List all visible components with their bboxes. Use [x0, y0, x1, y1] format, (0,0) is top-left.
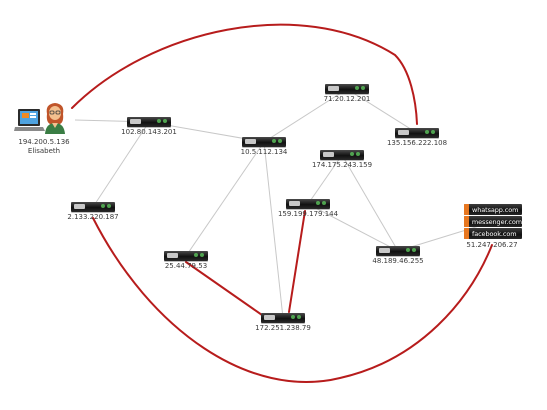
server-icon: [242, 137, 286, 147]
server-ip-label: 135.156.222.108: [386, 139, 448, 147]
server-icon: [325, 84, 369, 94]
server-icon: [71, 202, 115, 212]
server-ip-label: 172.251.238.79: [255, 324, 311, 332]
service-label: messenger.com: [471, 217, 522, 226]
server-ip-label: 48.189.46.255: [372, 257, 424, 265]
service-label: facebook.com: [472, 229, 517, 238]
server-icon: [376, 246, 420, 256]
service-label: whatsapp.com: [472, 205, 519, 214]
server-icon: [320, 150, 364, 160]
server-ip-label: 174.175.243.159: [311, 161, 373, 169]
server-icon: [164, 251, 208, 261]
user-name-label: Elisabeth: [27, 147, 61, 155]
link-line: [185, 141, 265, 257]
link-line: [263, 141, 284, 319]
server-icon: [127, 117, 171, 127]
server-ip-label: 159.199.179.144: [277, 210, 339, 218]
highlighted-route-line: [92, 217, 493, 383]
server-icon: [261, 313, 305, 323]
link-line: [92, 121, 150, 208]
services-ip-label: 51.247.206.27: [466, 241, 518, 249]
server-ip-label: 10.5.112.134: [240, 148, 288, 156]
server-ip-label: 71.20.12.201: [323, 95, 371, 103]
link-line: [346, 88, 418, 134]
server-icon: [286, 199, 330, 209]
service-item-facebook[interactable]: facebook.com: [464, 228, 522, 239]
user-ip-label: 194.200.5.136: [18, 138, 70, 146]
link-line: [307, 203, 399, 252]
avatar: [45, 103, 65, 134]
link-line: [307, 154, 343, 205]
service-icon: [464, 216, 469, 227]
server-ip-label: 25.44.79.53: [164, 262, 208, 270]
service-icon: [464, 204, 469, 215]
link-line: [341, 154, 399, 252]
service-item-whatsapp[interactable]: whatsapp.com: [464, 204, 522, 215]
service-item-messenger[interactable]: messenger.com: [464, 216, 522, 227]
services-stack: whatsapp.com messenger.com facebook.com: [464, 204, 522, 240]
highlighted-route-line: [185, 261, 263, 316]
server-icon: [395, 128, 439, 138]
highlighted-route-line: [288, 210, 306, 313]
service-icon: [464, 228, 469, 239]
server-ip-label: 102.80.143.201: [121, 128, 177, 136]
laptop-icon: [14, 109, 45, 131]
highlighted-route-line: [71, 23, 418, 125]
link-line: [263, 88, 348, 143]
server-ip-label: 2.133.220.187: [67, 213, 119, 221]
